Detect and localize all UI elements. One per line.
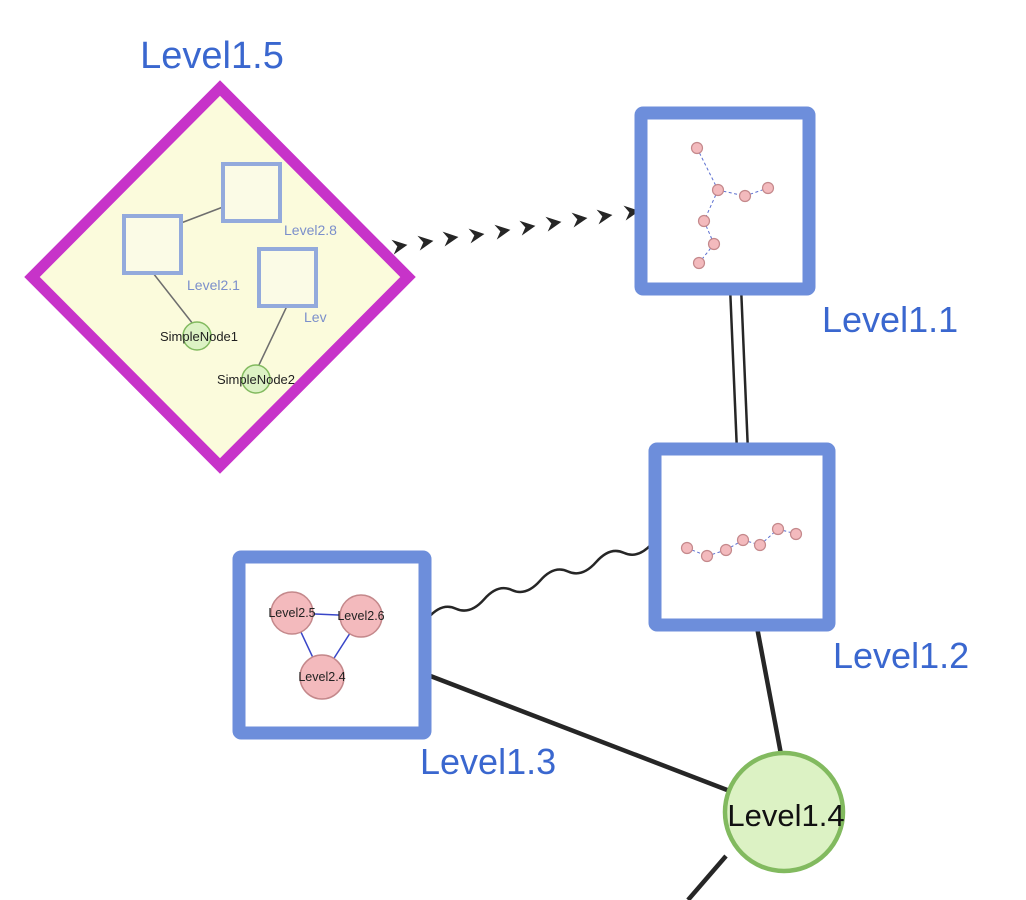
edge-level13-to-level12-wavy[interactable]: [427, 542, 653, 619]
mini-graph-node: [697, 214, 711, 228]
label-level1-3: Level1.3: [420, 741, 556, 782]
label-level1-5: Level1.5: [140, 35, 284, 77]
node-level2-8[interactable]: [221, 162, 282, 223]
mini-graph-node: [753, 538, 767, 552]
label-simplenode2: SimpleNode2: [217, 372, 295, 387]
mini-graph-node: [761, 181, 775, 195]
edge-level11-to-level12-double-line[interactable]: [728, 285, 750, 453]
mini-graph-node: [719, 543, 733, 557]
label-level2-8: Level2.8: [284, 222, 337, 238]
group-node-level1-1[interactable]: [634, 106, 816, 296]
edge-level12-to-level14[interactable]: [753, 621, 787, 771]
group-node-level1-2[interactable]: [648, 442, 836, 632]
node-level2-5[interactable]: [270, 591, 314, 635]
label-level1-2: Level1.2: [833, 635, 969, 676]
label-level2-5: Level2.5: [268, 606, 315, 620]
node-level2-6[interactable]: [339, 594, 383, 638]
mini-graph-node: [707, 237, 721, 251]
mini-graph-node: [690, 141, 704, 155]
edge-level14-offscreen-stub[interactable]: [686, 854, 728, 900]
mini-edge: [744, 187, 769, 197]
edge-level15-to-level11-chevron-arrow[interactable]: [391, 205, 640, 255]
edge-lev-to-simplenode2: [257, 305, 288, 368]
mini-graph-node: [789, 527, 803, 541]
label-level1-4: Level1.4: [727, 798, 844, 833]
mini-edge: [698, 243, 715, 264]
node-simplenode2[interactable]: [241, 364, 271, 394]
circle-level1-4[interactable]: [722, 750, 846, 874]
mini-graph-node: [736, 533, 750, 547]
mini-edge: [703, 220, 715, 245]
label-level2-1: Level2.1: [187, 277, 240, 293]
box-level1-1[interactable]: [634, 106, 816, 296]
label-level2-6: Level2.6: [337, 609, 384, 623]
edge-level13-to-level14[interactable]: [419, 669, 749, 801]
node-level1-4[interactable]: Level1.4: [722, 750, 846, 874]
mini-graph-node: [692, 256, 706, 270]
mini-graph-level1-1: [690, 141, 775, 270]
mini-graph-node: [680, 541, 694, 555]
mini-graph-node: [711, 183, 725, 197]
group-node-level1-3[interactable]: Level2.5 Level2.6 Level2.4: [232, 550, 432, 740]
mini-graph-node: [700, 549, 714, 563]
mini-graph-level1-2: [680, 522, 803, 563]
mini-edge: [759, 528, 779, 546]
edge-level21-to-simplenode1: [152, 272, 194, 325]
mini-graph-node: [771, 522, 785, 536]
mini-edge: [696, 147, 719, 191]
label-lev-truncated: Lev: [304, 309, 327, 325]
diamond-shape-level1-5[interactable]: [24, 80, 416, 474]
label-level1-1: Level1.1: [822, 299, 958, 340]
label-simplenode1: SimpleNode1: [160, 329, 238, 344]
node-level2-4[interactable]: [299, 654, 345, 700]
group-node-level1-5[interactable]: Level2.8 Level2.1 Lev SimpleNode1 Simple…: [24, 80, 416, 474]
label-level2-4: Level2.4: [298, 670, 345, 684]
node-lev-truncated[interactable]: [257, 247, 318, 308]
node-simplenode1[interactable]: [182, 321, 212, 351]
node-level2-1[interactable]: [122, 214, 183, 275]
box-level1-3[interactable]: [232, 550, 432, 740]
mini-graph-node: [738, 189, 752, 203]
edge-level21-to-level28: [180, 206, 224, 224]
